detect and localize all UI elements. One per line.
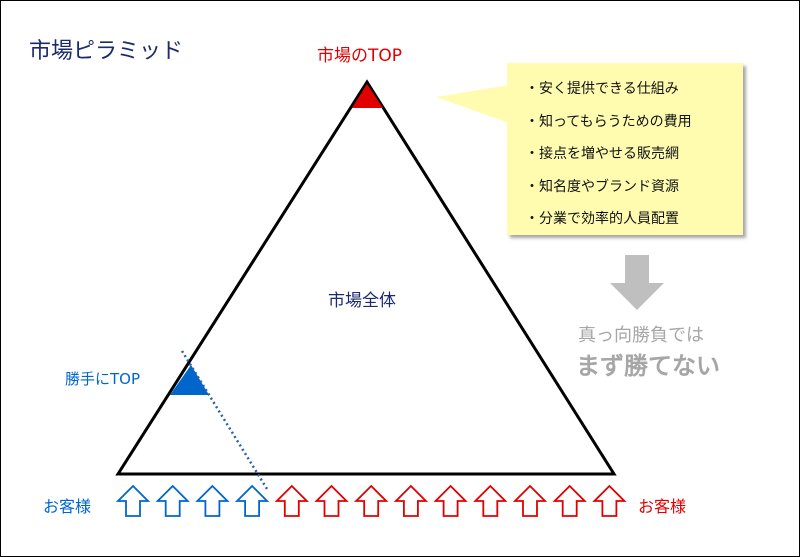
up-arrow-blue-icon (115, 484, 151, 517)
up-arrow-blue-icon (195, 484, 230, 517)
market-pyramid (115, 79, 617, 476)
callout-item: 知名度やブランド資源 (525, 171, 743, 204)
callout-item: 知ってもらうための費用 (525, 106, 743, 139)
up-arrow-red-icon (433, 484, 468, 517)
up-arrow-blue-icon (234, 484, 270, 517)
callout-pointer (436, 85, 509, 123)
customer-label-right: お客様 (638, 497, 687, 516)
niche-top-triangle (170, 365, 209, 395)
niche-divider-line (180, 350, 269, 490)
customer-label-left: お客様 (43, 497, 92, 516)
diagram-title: 市場ピラミッド (29, 39, 184, 64)
up-arrow-red-icon (314, 484, 349, 517)
callout-list: 安く提供できる仕組み 知ってもらうための費用 接点を増やせる販売網 知名度やブラ… (507, 63, 743, 236)
whole-market-label: 市場全体 (328, 291, 396, 311)
top-cap-triangle (352, 84, 383, 108)
up-arrow-red-icon (354, 484, 389, 517)
up-arrow-red-icon (512, 484, 548, 517)
conclusion-line-1: 真っ向勝負では (578, 325, 704, 346)
up-arrow-red-icon (393, 484, 429, 517)
up-arrow-red-icon (552, 484, 587, 517)
callout-item: 分業で効率的人員配置 (525, 203, 743, 236)
up-arrow-blue-icon (155, 484, 190, 517)
customer-arrows (115, 484, 627, 517)
up-arrow-red-icon (473, 484, 508, 517)
callout-item: 接点を増やせる販売網 (525, 138, 743, 171)
market-top-label: 市場のTOP (317, 46, 403, 66)
up-arrow-red-icon (592, 484, 627, 517)
up-arrow-red-icon (274, 484, 309, 517)
conclusion-line-2: まず勝てない (576, 352, 720, 380)
down-arrow-icon (610, 255, 664, 310)
callout-item: 安く提供できる仕組み (525, 73, 743, 106)
niche-top-label: 勝手にTOP (65, 370, 141, 388)
callout-box: 安く提供できる仕組み 知ってもらうための費用 接点を増やせる販売網 知名度やブラ… (507, 63, 743, 235)
